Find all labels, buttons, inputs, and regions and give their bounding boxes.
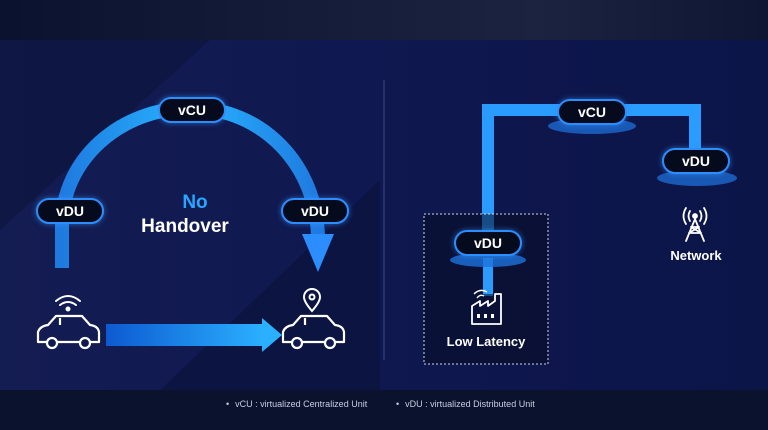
footnote-vdu-text: vDU : virtualized Distributed Unit: [405, 399, 535, 409]
vdu-edge-glow-inner: [450, 253, 526, 267]
vcu-node-left: vCU: [158, 97, 226, 123]
car-icon: [36, 314, 101, 350]
header-band: [0, 0, 768, 40]
no-handover-title-line1: No: [182, 192, 208, 213]
vdu-label: vDU: [681, 153, 710, 169]
bullet-icon: •: [226, 399, 230, 409]
no-handover-title-line2: Handover: [141, 216, 229, 237]
footnote-vdu: • vDU : virtualized Distributed Unit: [396, 399, 535, 409]
vdu-label: vDU: [473, 235, 502, 251]
vdu-label: vDU: [55, 203, 84, 219]
footer-band: [0, 390, 768, 430]
cell-tower-icon: [682, 207, 708, 242]
vcu-label: vCU: [577, 104, 606, 120]
bullet-icon: •: [396, 399, 400, 409]
factory-icon: [471, 289, 502, 325]
footnote-vcu: • vCU : virtualized Centralized Unit: [226, 399, 367, 409]
footnote-vcu-text: vCU : virtualized Centralized Unit: [235, 399, 368, 409]
network-label: Network: [670, 248, 722, 263]
vdu-network-glow: [657, 170, 737, 186]
vdu-node-network: vDU: [662, 148, 730, 174]
wifi-icon: [55, 295, 81, 312]
vcu-node-right: vCU: [557, 99, 627, 125]
vcu-label: vCU: [177, 102, 206, 118]
vdu-node-left: vDU: [36, 198, 104, 224]
movement-arrowhead: [262, 318, 282, 352]
movement-arrow-bar: [106, 324, 264, 346]
location-pin-icon: [302, 288, 322, 313]
vdu-node-right: vDU: [281, 198, 349, 224]
car-icon: [281, 314, 346, 350]
vdu-label: vDU: [300, 203, 329, 219]
vdu-node-edge: vDU: [454, 230, 522, 256]
arc-arrowhead: [302, 234, 334, 272]
low-latency-label: Low Latency: [446, 334, 526, 349]
